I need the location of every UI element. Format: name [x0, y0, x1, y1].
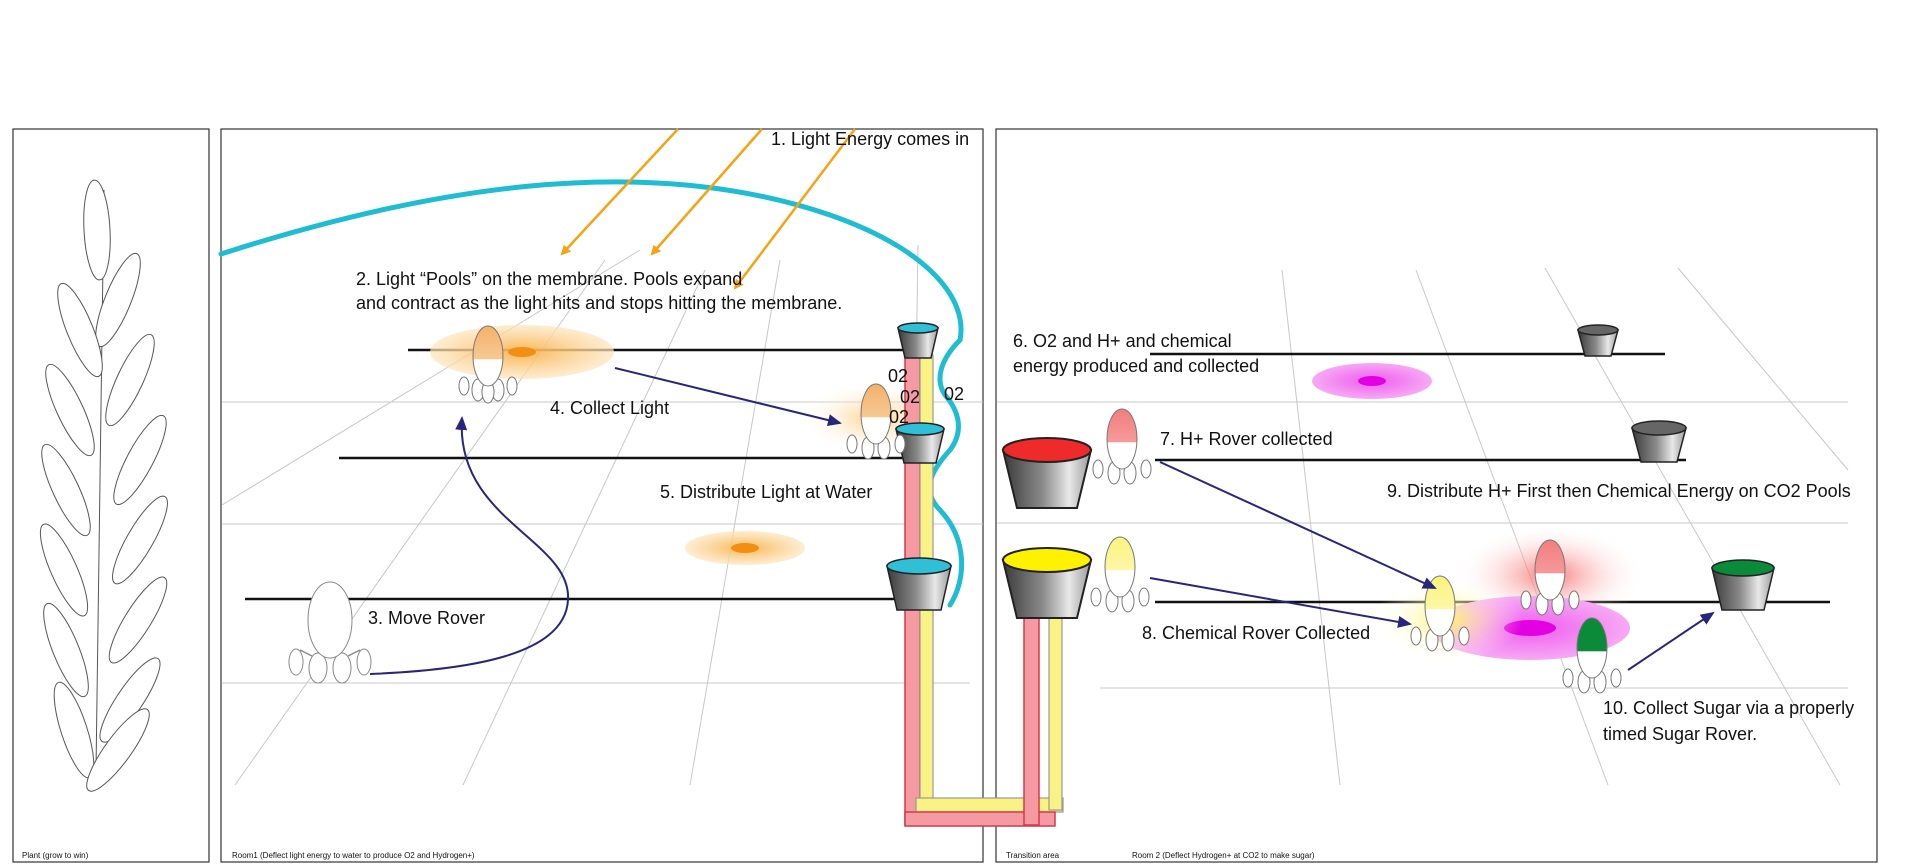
step-10-caption-line1: 10. Collect Sugar via a properly — [1603, 698, 1854, 718]
chemical-bucket — [1001, 547, 1093, 619]
room1-panel — [220, 128, 984, 863]
step-10-caption-line2: timed Sugar Rover. — [1603, 724, 1757, 744]
arrow-chemical — [1149, 577, 1412, 628]
rover-distribute-red — [1520, 539, 1580, 616]
plant-panel-label: Plant (grow to win) — [22, 851, 89, 860]
transition-area-label: Transition area — [1006, 851, 1060, 860]
room2-panel-label: Room 2 (Deflect Hydrogen+ at CO2 to make… — [1132, 851, 1315, 860]
room1-platforms — [245, 348, 922, 601]
co2-pool-top — [1312, 363, 1432, 399]
step-7-caption: 7. H+ Rover collected — [1160, 429, 1333, 449]
light-energy-arrows — [560, 128, 856, 290]
arrow-h-plus — [1159, 461, 1437, 589]
water-bucket-bottom — [886, 557, 952, 611]
step-6-caption-line1: 6. O2 and H+ and chemical — [1013, 331, 1232, 351]
step-6-caption-line2: energy produced and collected — [1013, 356, 1259, 376]
rover-path-arrows — [369, 367, 1715, 675]
empty-bucket-middle — [1631, 420, 1687, 463]
empty-bucket-top — [1577, 324, 1619, 357]
step-9-caption: 9. Distribute H+ First then Chemical Ene… — [1387, 481, 1851, 501]
o2-label: 02 — [889, 407, 909, 427]
step-2-caption-line2: and contract as the light hits and stops… — [356, 293, 842, 313]
light-pool-top — [430, 325, 614, 379]
rover-light-collect — [458, 325, 518, 404]
sugar-bucket — [1711, 559, 1775, 611]
room2-grid — [997, 267, 1849, 786]
o2-label: 02 — [888, 366, 908, 386]
room2-panel — [995, 128, 1878, 863]
step-3-caption: 3. Move Rover — [368, 608, 485, 628]
step-2-caption-line1: 2. Light “Pools” on the membrane. Pools … — [356, 269, 742, 289]
light-pool-middle — [685, 531, 805, 565]
step-5-caption: 5. Distribute Light at Water — [660, 482, 872, 502]
rover-sugar — [1562, 617, 1622, 694]
plant-stalk — [31, 178, 177, 799]
arrow-sugar — [1627, 611, 1715, 671]
h-plus-bucket — [1001, 437, 1093, 509]
rover-chemical — [1090, 536, 1150, 613]
water-bucket-middle — [895, 422, 945, 464]
o2-label: 02 — [944, 384, 964, 404]
arrow-move-rover — [369, 416, 570, 675]
rover-distribute-yellow — [1410, 575, 1470, 652]
step-8-caption: 8. Chemical Rover Collected — [1142, 623, 1370, 643]
plant-panel — [12, 128, 210, 863]
room1-panel-label: Room1 (Deflect light energy to water to … — [232, 851, 475, 860]
rover-idle — [288, 581, 372, 684]
room1-grid — [221, 244, 983, 786]
arrow-collect-light — [614, 367, 842, 426]
o2-label: 02 — [900, 387, 920, 407]
rover-at-water — [846, 383, 906, 460]
rover-h-plus — [1092, 408, 1152, 485]
water-bucket-top — [897, 322, 939, 359]
step-4-caption: 4. Collect Light — [550, 398, 669, 418]
membrane-curve — [218, 179, 965, 608]
step-1-caption: 1. Light Energy comes in — [771, 129, 969, 149]
